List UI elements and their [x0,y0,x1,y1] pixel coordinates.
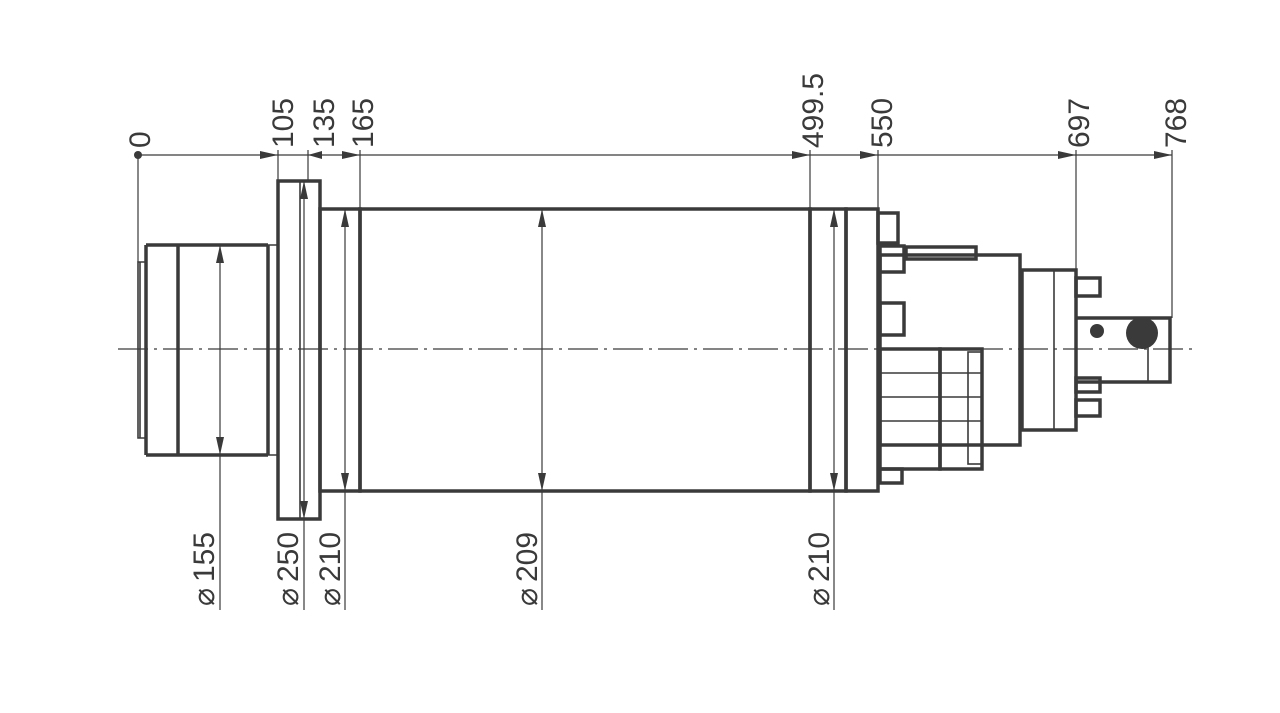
dim-label-550: 550 [866,98,899,148]
coolant-port [1126,317,1158,349]
diameter-symbol: ⌀ [188,588,221,606]
dim-label-697: 697 [1063,98,1096,148]
dim-label-499-5: 499.5 [797,73,830,148]
diameter-dimensions [216,181,838,610]
dia-label-155: 155 [188,532,221,582]
diameter-symbol: ⌀ [314,588,347,606]
dia-label-250: 250 [272,532,305,582]
axial-dimension-labels: 0 105 135 165 499.5 550 697 768 [124,73,1193,148]
diameter-symbol: ⌀ [803,588,836,606]
diameter-labels: ⌀ 155 ⌀ 250 ⌀ 210 ⌀ 209 ⌀ 210 [188,532,836,606]
dia-label-209: 209 [511,532,544,582]
cable-connectors [878,347,984,485]
fittings [876,211,1102,418]
main-housing [318,207,880,493]
dim-label-0: 0 [124,131,157,148]
dim-label-165: 165 [347,98,380,148]
dia-label-210-rear: 210 [803,532,836,582]
diameter-symbol: ⌀ [272,588,305,606]
air-port [1090,324,1104,338]
dia-label-210: 210 [314,532,347,582]
axial-dimension-chain [134,150,1173,318]
flange [276,179,322,521]
rear-cap [137,243,278,457]
diameter-symbol: ⌀ [511,588,544,606]
dim-label-135: 135 [308,98,341,148]
dim-label-768: 768 [1160,98,1193,148]
dim-label-105: 105 [267,98,300,148]
